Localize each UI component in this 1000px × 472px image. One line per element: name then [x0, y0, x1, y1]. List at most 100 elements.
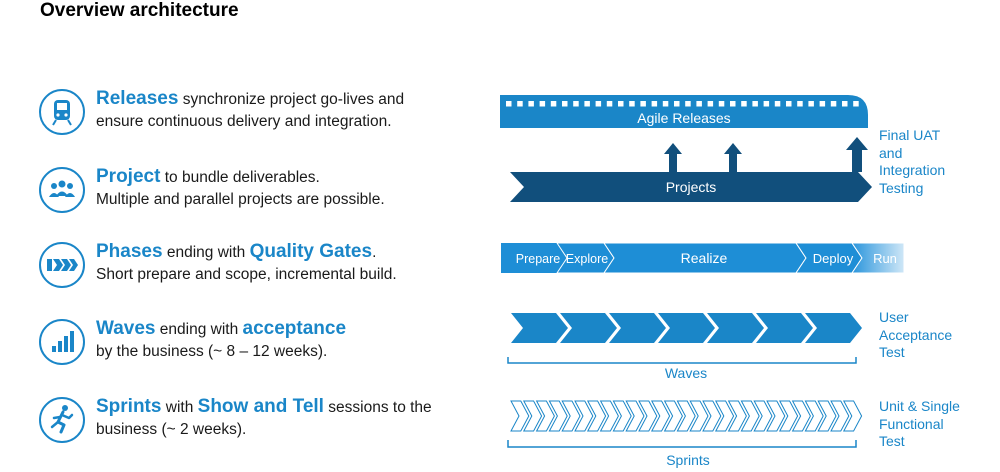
sprint-chevron	[817, 400, 837, 432]
sprint-chevron	[830, 400, 850, 432]
train-window	[640, 101, 646, 107]
row-phases-text: Phases ending with Quality Gates. Short …	[96, 241, 397, 286]
sprint-chevron	[714, 400, 735, 432]
sprint-chevron	[842, 400, 863, 432]
phase-deploy-label: Deploy	[813, 251, 854, 266]
sprint-chevron	[574, 400, 594, 432]
train-window	[808, 101, 814, 107]
release-arrows	[664, 137, 868, 172]
people-icon	[39, 167, 85, 213]
wave-chevron	[511, 313, 568, 343]
keyword-waves: Waves	[96, 318, 156, 339]
wave-chevron	[658, 313, 715, 343]
sprint-chevron	[663, 400, 683, 432]
train-window	[584, 101, 590, 107]
row-phases: Phases ending with Quality Gates. Short …	[38, 241, 498, 301]
keyword-phases: Phases	[96, 241, 163, 262]
project-line1: to bundle deliverables.	[160, 169, 320, 186]
row-sprints-text: Sprints with Show and Tell sessions to t…	[96, 396, 432, 441]
sprint-chevron	[766, 400, 786, 432]
releases-line1: synchronize project go-lives and	[178, 91, 405, 108]
sprint-chevron	[804, 400, 824, 432]
train-window	[506, 101, 512, 107]
wave-chevron	[560, 313, 617, 343]
keyword-quality-gates: Quality Gates	[249, 241, 373, 262]
train-window	[550, 101, 557, 107]
phase-prepare	[501, 243, 567, 273]
waves-line2: by the business (~ 8 – 12 weeks).	[96, 343, 328, 360]
train-window	[707, 101, 714, 107]
keyword-project: Project	[96, 166, 161, 187]
projects-label: Projects	[666, 179, 717, 195]
waves-chevrons	[511, 313, 862, 343]
train-window	[842, 101, 848, 107]
keyword-sprints: Sprints	[96, 396, 162, 417]
phase-run-label: Run	[873, 251, 897, 266]
train-window	[797, 101, 803, 107]
bracket-line	[507, 440, 857, 448]
sprints-line1-mid: with	[161, 399, 198, 416]
bracket-line	[507, 357, 857, 364]
train-icon	[39, 89, 85, 135]
projects-arrow	[510, 172, 872, 202]
sprint-chevron	[510, 400, 530, 432]
bar-chart-icon	[39, 319, 85, 365]
train-window	[528, 101, 534, 107]
phase-run	[851, 242, 905, 274]
train-window	[774, 101, 781, 107]
sprint-chevron	[753, 400, 773, 432]
waves-line1-mid: ending with	[155, 321, 243, 338]
sprints-label: Sprints	[666, 452, 710, 468]
train-window	[853, 101, 859, 107]
phases-line1-mid: ending with	[162, 244, 250, 261]
sprint-chevron	[727, 400, 747, 432]
projects-bar: Projects	[510, 172, 872, 202]
train-window	[685, 101, 691, 107]
sprint-chevron	[599, 400, 619, 432]
sprint-chevron	[791, 400, 811, 432]
wave-chevron	[805, 313, 862, 343]
train-window	[651, 101, 658, 107]
project-line2: Multiple and parallel projects are possi…	[96, 191, 385, 208]
sprint-chevron	[650, 400, 671, 432]
train-window	[595, 101, 602, 107]
train-window	[830, 101, 837, 107]
sprints-line1-end: sessions to the	[323, 399, 432, 416]
train-window	[562, 101, 568, 107]
sprint-chevron	[561, 400, 581, 432]
train-window	[696, 101, 702, 107]
keyword-acceptance: acceptance	[242, 318, 347, 339]
sprints-line2: business (~ 2 weeks).	[96, 421, 247, 438]
wave-chevron	[609, 313, 666, 343]
train-window	[629, 101, 635, 107]
train-window	[718, 101, 725, 107]
sprints-bracket: Sprints	[507, 440, 857, 468]
phase-realize-label: Realize	[681, 250, 728, 266]
row-project-text: Project to bundle deliverables. Multiple…	[96, 166, 385, 211]
train-window	[741, 101, 747, 107]
train-window	[674, 101, 680, 107]
phase-prepare-label: Prepare	[516, 252, 561, 266]
sprint-chevron	[548, 400, 568, 432]
row-releases: Releases synchronize project go-lives an…	[38, 88, 498, 148]
side-label-final-uat: Final UAT and Integration Testing	[879, 127, 946, 196]
train-window	[730, 101, 736, 107]
row-sprints: Sprints with Show and Tell sessions to t…	[38, 396, 498, 456]
agile-releases-label: Agile Releases	[637, 110, 730, 126]
agile-releases-train: Agile Releases	[456, 95, 868, 128]
sprint-chevron	[586, 400, 607, 432]
keyword-releases: Releases	[96, 88, 179, 109]
phases-bar: Prepare Explore Realize Deploy Run	[501, 242, 905, 274]
keyword-show-and-tell: Show and Tell	[197, 396, 324, 417]
side-label-unit-test: Unit & Single Functional Test	[879, 398, 960, 449]
releases-line2: ensure continuous delivery and integrati…	[96, 113, 392, 130]
up-arrow	[846, 137, 868, 172]
train-window	[819, 101, 826, 107]
train-window	[662, 101, 669, 107]
sprint-chevron	[702, 400, 722, 432]
sprint-chevron	[612, 400, 632, 432]
train-window	[539, 101, 546, 107]
sprint-chevrons	[510, 400, 863, 432]
waves-bracket: Waves	[507, 357, 857, 381]
